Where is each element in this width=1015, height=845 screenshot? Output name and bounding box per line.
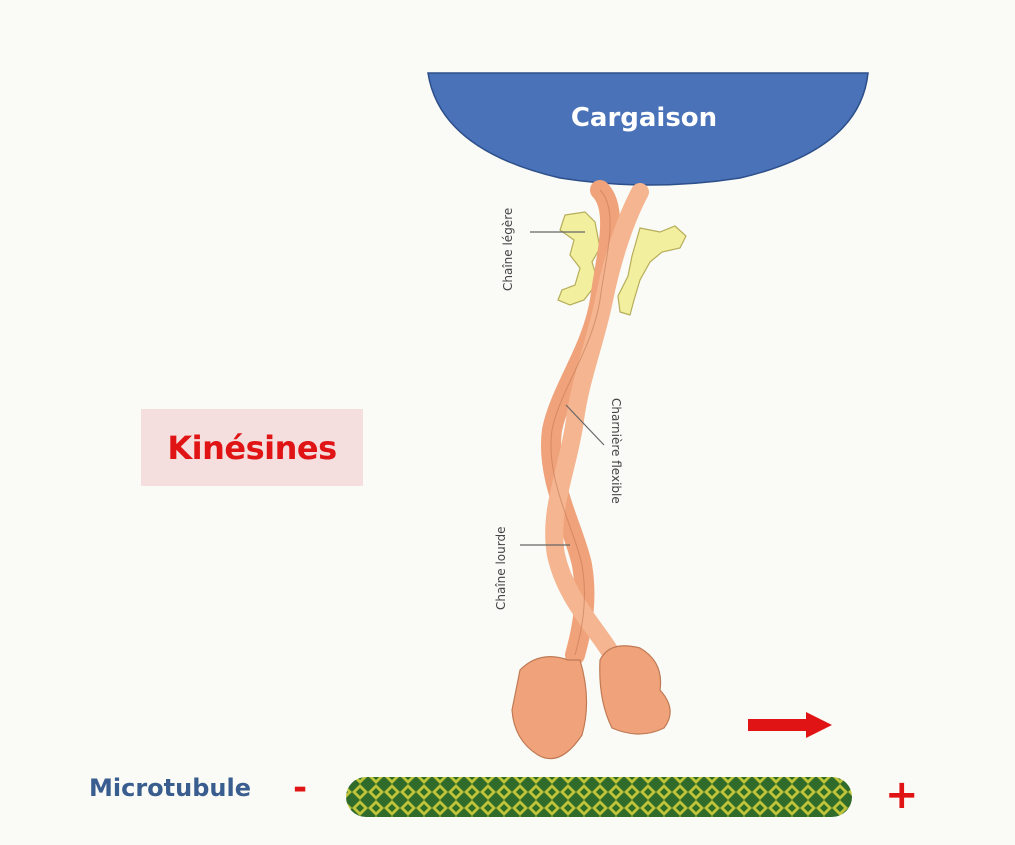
light-chain-right [617, 225, 687, 316]
hinge-label: Charnière flexible [609, 398, 623, 504]
motor-head-left [511, 656, 588, 760]
microtubule-filament [346, 777, 852, 817]
hinge-leader [565, 404, 605, 446]
diagram-title: Kinésines [167, 428, 337, 467]
motor-head-right [599, 645, 671, 735]
heavy-chain-outline [550, 189, 611, 656]
heavy-chain-strand-b [545, 183, 649, 664]
heavy-chain-label: Chaîne lourde [494, 527, 508, 610]
minus-end-label: - [293, 768, 308, 808]
cargo-label: Cargaison [571, 103, 717, 133]
title-box: Kinésines [141, 409, 363, 486]
light-chain-label: Chaîne légère [501, 208, 515, 291]
light-chain-left [557, 211, 601, 306]
plus-end-label: + [885, 772, 919, 818]
direction-arrow-icon [748, 712, 832, 738]
microtubule-label: Microtubule [89, 774, 251, 802]
cargo-shape [427, 72, 869, 186]
